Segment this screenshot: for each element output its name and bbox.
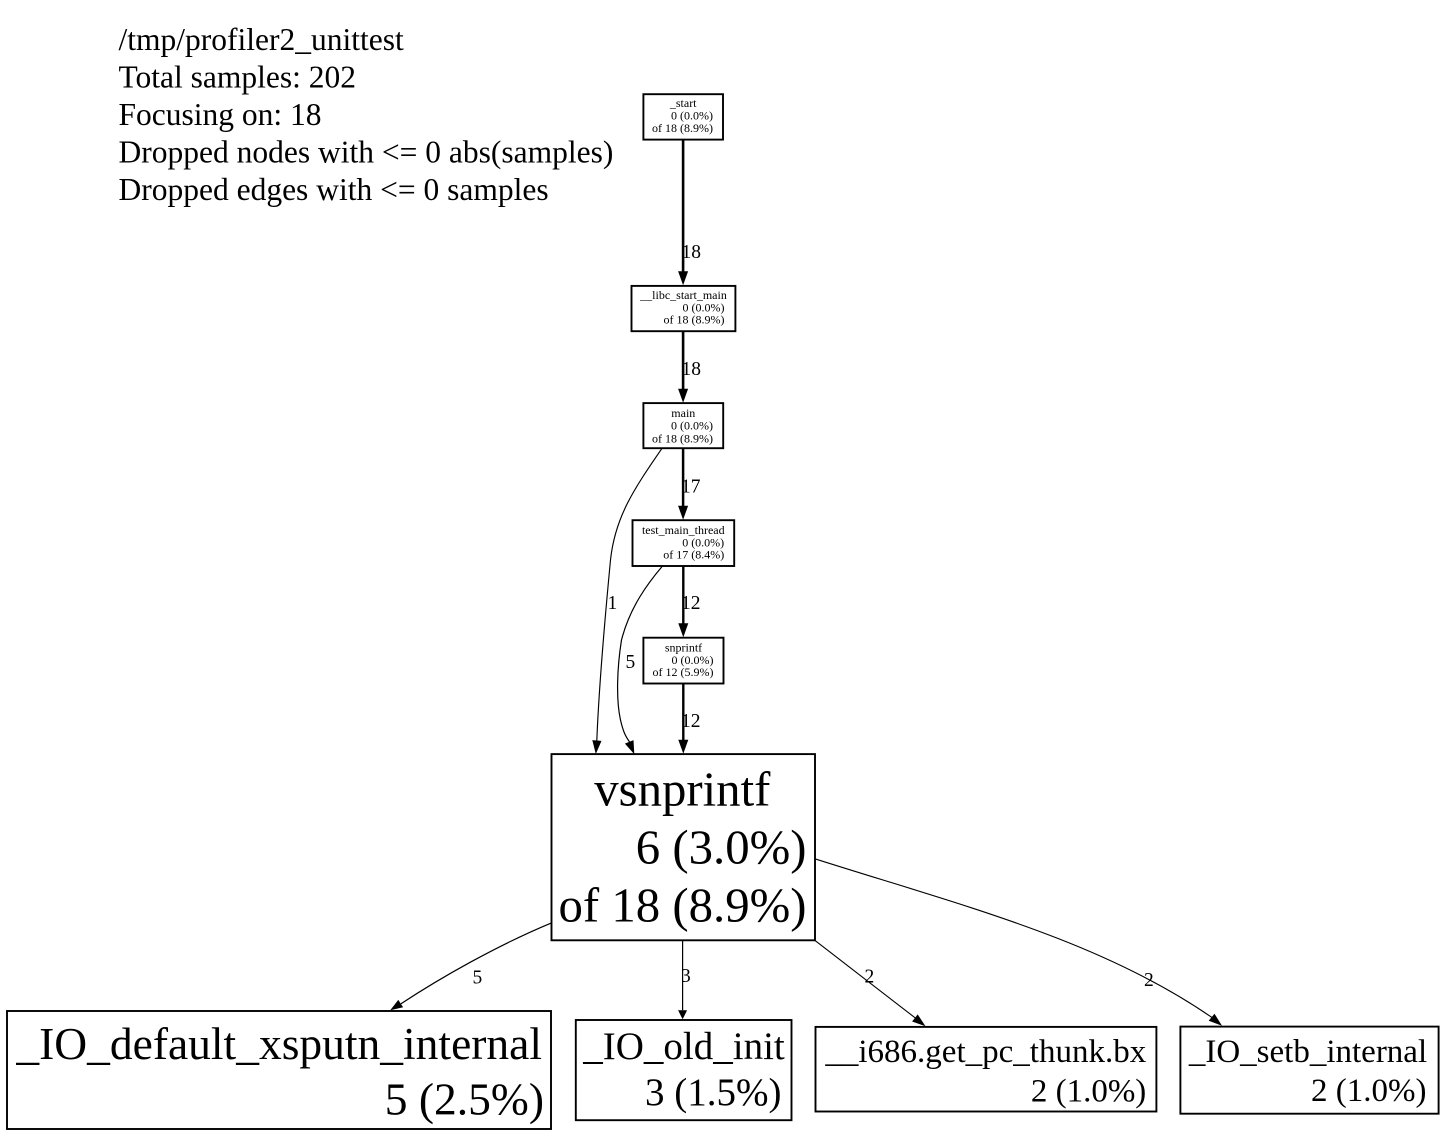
svg-text:12: 12 [681,593,701,614]
svg-text:1: 1 [608,593,618,614]
svg-text:__libc_start_main: __libc_start_main [639,288,727,302]
svg-text:2: 2 [1144,970,1154,991]
svg-text:Dropped edges with <= 0 sample: Dropped edges with <= 0 samples [119,172,549,207]
svg-text:/tmp/profiler2_unittest: /tmp/profiler2_unittest [119,22,404,57]
svg-text:3: 3 [681,966,691,987]
svg-text:Focusing on: 18: Focusing on: 18 [119,97,322,132]
svg-text:0 (0.0%): 0 (0.0%) [671,419,713,433]
svg-text:main: main [671,406,695,420]
svg-text:Total samples: 202: Total samples: 202 [119,60,357,95]
svg-text:test_main_thread: test_main_thread [642,523,725,537]
svg-text:of 18 (8.9%): of 18 (8.9%) [652,431,713,445]
svg-text:of 12 (5.9%): of 12 (5.9%) [653,665,714,679]
svg-text:of 18 (8.9%): of 18 (8.9%) [559,879,807,933]
svg-text:2 (1.0%): 2 (1.0%) [1031,1074,1146,1110]
svg-text:_IO_setb_internal: _IO_setb_internal [1188,1034,1427,1070]
svg-text:vsnprintf: vsnprintf [594,763,771,817]
svg-text:of 18 (8.9%): of 18 (8.9%) [664,313,725,327]
svg-text:Dropped nodes with <= 0 abs(sa: Dropped nodes with <= 0 abs(samples) [119,135,614,170]
svg-text:2: 2 [865,967,875,988]
svg-text:5: 5 [626,652,636,673]
svg-text:5 (2.5%): 5 (2.5%) [385,1074,544,1125]
svg-text:_IO_default_xsputn_internal: _IO_default_xsputn_internal [15,1018,542,1069]
svg-text:5: 5 [473,968,483,989]
svg-text:18: 18 [682,242,702,263]
svg-text:of 17 (8.4%): of 17 (8.4%) [663,548,724,562]
svg-text:snprintf: snprintf [665,640,702,654]
svg-text:of 18 (8.9%): of 18 (8.9%) [652,121,713,135]
svg-text:0 (0.0%): 0 (0.0%) [683,300,725,314]
svg-text:12: 12 [681,711,701,732]
svg-text:3 (1.5%): 3 (1.5%) [645,1071,781,1114]
svg-text:__i686.get_pc_thunk.bx: __i686.get_pc_thunk.bx [824,1034,1146,1070]
svg-text:6 (3.0%): 6 (3.0%) [636,821,807,875]
svg-text:17: 17 [681,476,701,497]
svg-text:18: 18 [682,359,702,380]
svg-text:0 (0.0%): 0 (0.0%) [672,653,714,667]
svg-text:0 (0.0%): 0 (0.0%) [682,535,724,549]
svg-text:_IO_old_init: _IO_old_init [582,1025,785,1068]
svg-text:_start: _start [669,96,697,110]
svg-text:0 (0.0%): 0 (0.0%) [671,109,713,123]
svg-text:2 (1.0%): 2 (1.0%) [1311,1073,1426,1109]
